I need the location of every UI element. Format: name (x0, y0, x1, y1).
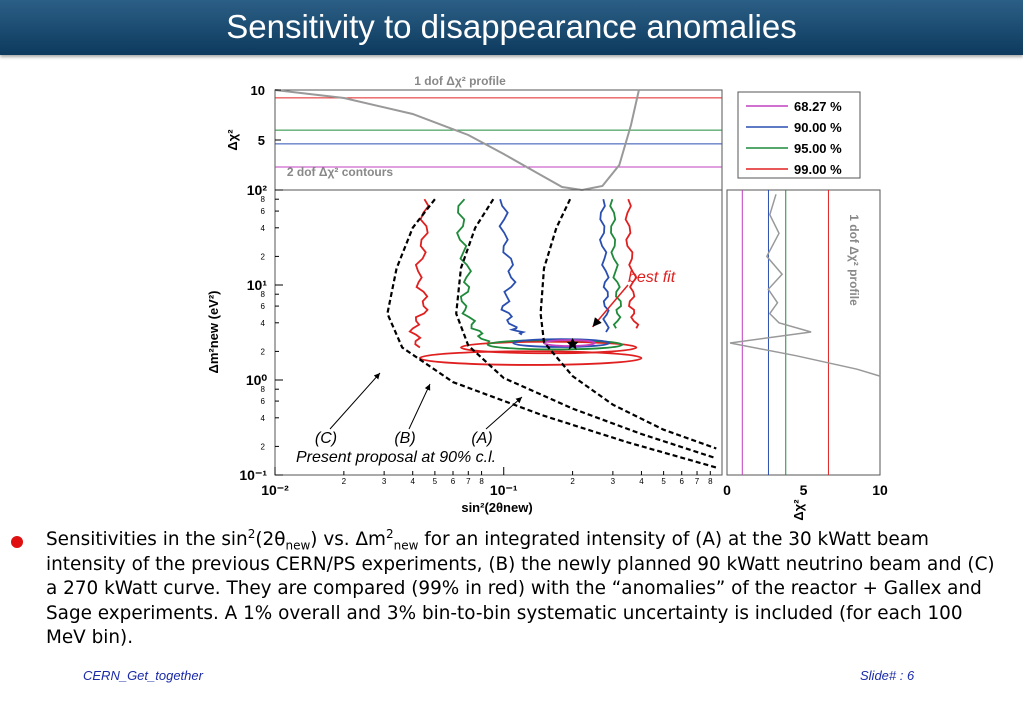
y-tick-label: 8 (261, 290, 266, 299)
right-x-axis-label: Δχ² (791, 499, 806, 521)
x-tick-label: 2 (570, 477, 575, 486)
x-axis-label: sin²(2θnew) (461, 500, 532, 515)
caption-text-3: ) vs. Δm (310, 529, 386, 550)
annotation-label: (C) (315, 430, 337, 447)
caption-text-4: for an integrated intensity of (A) at th… (46, 529, 995, 648)
x-tick-label: 3 (611, 477, 616, 486)
y-tick-label: 8 (261, 195, 266, 204)
caption-text-2: (2θ (255, 529, 286, 550)
slide-number: Slide# : 6 (860, 668, 915, 683)
right-x-tick-label: 10 (872, 482, 888, 498)
best-fit-arrow (592, 284, 629, 328)
top-profile-curve (274, 89, 640, 192)
proposal-annotation: Present proposal at 90% c.l. (296, 449, 496, 466)
y-tick-label: 2 (261, 252, 266, 261)
x-tick-label: 7 (466, 477, 471, 486)
best-fit-label: best fit (628, 269, 676, 286)
y-tick-label: 6 (261, 302, 266, 311)
caption-text-1: Sensitivities in the sin (46, 529, 248, 550)
y-tick-label: 8 (261, 385, 266, 394)
x-tick-label: 3 (382, 477, 387, 486)
footer-label: CERN_Get_together (83, 668, 203, 683)
caption-sup-2: 2 (385, 526, 394, 541)
x-tick-label: 2 (342, 477, 347, 486)
y-tick-label: 10² (247, 182, 268, 198)
anomaly-contour-left (408, 198, 430, 349)
y-axis-label: Δm²new (eV²) (206, 290, 221, 373)
main-panel-frame (274, 189, 723, 476)
proposal-curve (539, 198, 717, 450)
anomaly-island (512, 338, 611, 348)
anomaly-contour-right (599, 198, 610, 333)
x-tick-label: 10⁻² (261, 482, 289, 498)
x-tick-label: 8 (479, 477, 484, 486)
proposal-curve (386, 198, 717, 469)
x-tick-label: 6 (679, 477, 684, 486)
anomaly-island (418, 350, 643, 366)
annotation-arrow (408, 383, 431, 430)
x-tick-label: 4 (410, 477, 415, 486)
legend-entry: 68.27 % (794, 99, 842, 114)
y-tick-label: 4 (261, 414, 266, 423)
figure-caption: Sensitivities in the sin2(2θnew) vs. Δm2… (46, 528, 1006, 651)
annotation-label: (B) (394, 430, 415, 447)
y-tick-label: 10⁰ (246, 372, 268, 388)
caption-sup-1: 2 (247, 526, 256, 541)
y-tick-label: 2 (261, 347, 266, 356)
x-tick-label: 7 (695, 477, 700, 486)
annotation-label: (A) (471, 430, 492, 447)
best-fit-marker (566, 337, 579, 350)
top-y-axis-label: Δχ² (225, 129, 240, 151)
right-x-tick-label: 0 (723, 482, 731, 498)
slide-title: Sensitivity to disappearance anomalies (226, 8, 797, 45)
legend-entry: 90.00 % (794, 120, 842, 135)
x-tick-label: 4 (639, 477, 644, 486)
anomaly-contour-right (609, 198, 622, 329)
right-profile-curve (729, 194, 881, 377)
title-bar: Sensitivity to disappearance anomalies (0, 0, 1023, 55)
top-y-tick-label: 10 (251, 83, 265, 98)
right-panel-frame (726, 189, 881, 476)
caption-sub-2: new (393, 538, 419, 553)
annotation-arrow (485, 396, 523, 430)
anomaly-contour-right (624, 198, 640, 329)
annotation-arrow (329, 372, 381, 430)
right-x-tick-label: 5 (800, 482, 808, 498)
bullet-marker (11, 536, 23, 548)
y-tick-label: 2 (261, 442, 266, 451)
x-tick-label: 5 (661, 477, 666, 486)
legend-entry: 99.00 % (794, 162, 842, 177)
anomaly-contour-left (498, 198, 527, 336)
right-panel-title: 1 dof Δχ² profile (847, 214, 861, 306)
x-tick-label: 8 (708, 477, 713, 486)
top-y-tick-label: 5 (258, 133, 265, 148)
contour-note: 2 dof Δχ² contours (287, 165, 394, 179)
y-tick-label: 10⁻¹ (239, 467, 267, 483)
caption-sub-1: new (285, 538, 311, 553)
top-panel-title: 1 dof Δχ² profile (414, 74, 506, 88)
legend-entry: 95.00 % (794, 141, 842, 156)
y-tick-label: 6 (261, 207, 266, 216)
anomaly-contour-left (456, 198, 491, 345)
y-tick-label: 4 (261, 319, 266, 328)
proposal-curve (455, 198, 717, 460)
y-tick-label: 4 (261, 224, 266, 233)
y-tick-label: 6 (261, 397, 266, 406)
x-tick-label: 6 (451, 477, 456, 486)
y-tick-label: 10¹ (247, 277, 268, 293)
x-tick-label: 5 (433, 477, 438, 486)
x-tick-label: 10⁻¹ (490, 482, 518, 498)
